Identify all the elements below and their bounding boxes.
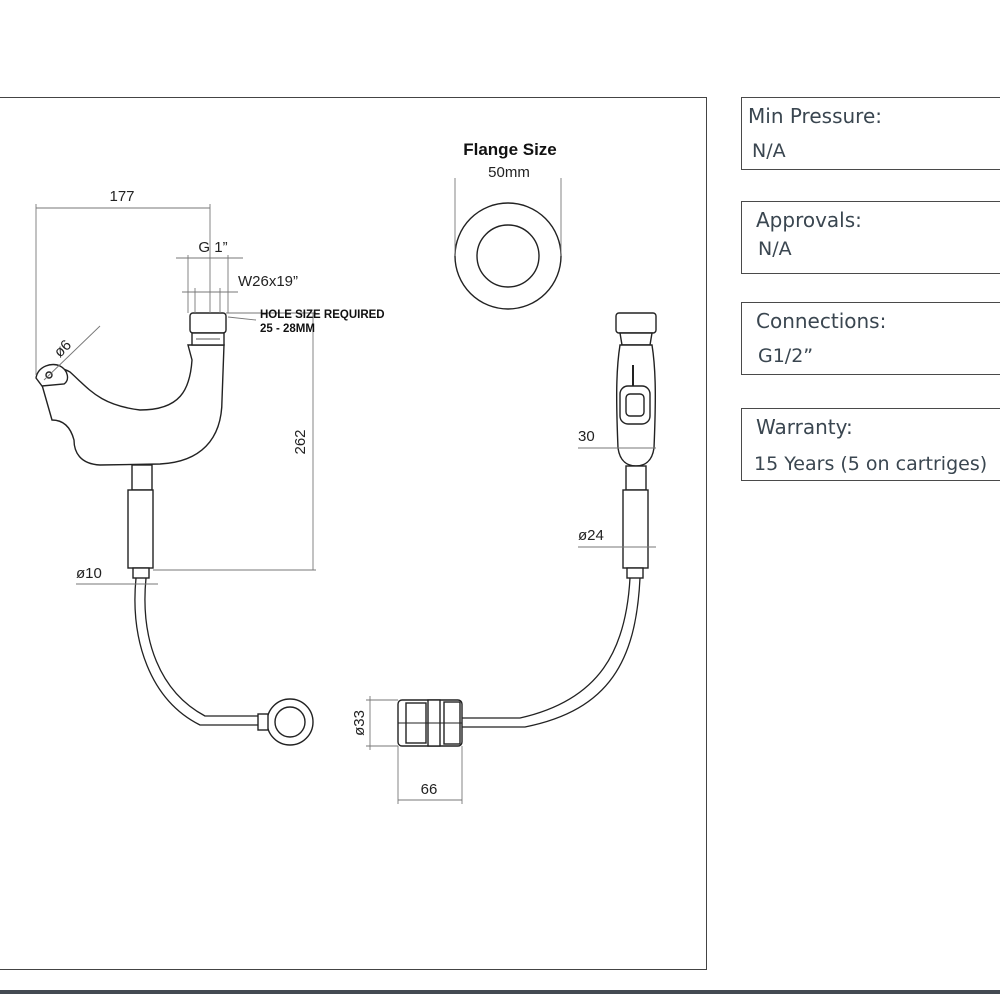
jet-hole [45, 371, 53, 379]
front-stem-lower [622, 489, 649, 569]
front-top-cap [615, 312, 657, 334]
hose-fitting [132, 567, 150, 579]
hole-note-line1: HOLE SIZE REQUIRED [260, 309, 385, 321]
spec-min-pressure: Min Pressure: N/A [741, 97, 1000, 170]
spec-value: N/A [752, 140, 786, 162]
footer-rule [0, 990, 1000, 994]
flange-inner [476, 224, 540, 288]
dim-hose-dia: ø10 [76, 565, 102, 582]
dim-overall-width: 177 [109, 188, 134, 205]
dim-connector-dia: ø33 [351, 710, 368, 736]
dim-height: 262 [292, 429, 309, 454]
dim-connector-len: 66 [421, 781, 438, 798]
stem-upper [131, 464, 153, 491]
hose-right [462, 577, 631, 719]
spec-value: N/A [758, 238, 792, 260]
front-stem-upper [625, 465, 647, 491]
hose-left [134, 577, 262, 726]
left-dimension-lines [35, 204, 316, 585]
dim-body-dia: ø24 [578, 527, 604, 544]
spec-label: Warranty: [756, 415, 853, 439]
spec-warranty: Warranty: 15 Years (5 on cartriges) [741, 408, 1000, 481]
spec-label: Min Pressure: [748, 104, 882, 128]
spec-connections: Connections: G1/2” [741, 302, 1000, 375]
spec-value: G1/2” [758, 345, 814, 367]
right-dimension-lines [366, 447, 656, 804]
front-collar [619, 332, 653, 346]
dim-thread: G 1” [198, 239, 227, 256]
spec-label: Connections: [756, 309, 887, 333]
flange-drawing [454, 178, 562, 310]
flange-outer [454, 202, 562, 310]
hole-note-line2: 25 - 28MM [260, 323, 315, 335]
spec-approvals: Approvals: N/A [741, 201, 1000, 274]
dim-body-width: 30 [578, 428, 595, 445]
spout-front-view [397, 312, 657, 747]
drawing-frame [0, 97, 707, 970]
top-cap [189, 312, 227, 334]
dim-jet-dia: ø6 [51, 337, 75, 361]
spout-body [41, 344, 225, 466]
dim-thread2: W26x19” [238, 273, 298, 290]
stem-lower [127, 489, 154, 569]
spout-side-view [35, 312, 314, 746]
flange-size: 50mm [488, 164, 530, 181]
spec-label: Approvals: [756, 208, 862, 232]
flange-title: Flange Size [463, 140, 557, 159]
spec-value: 15 Years (5 on cartriges) [754, 453, 988, 475]
